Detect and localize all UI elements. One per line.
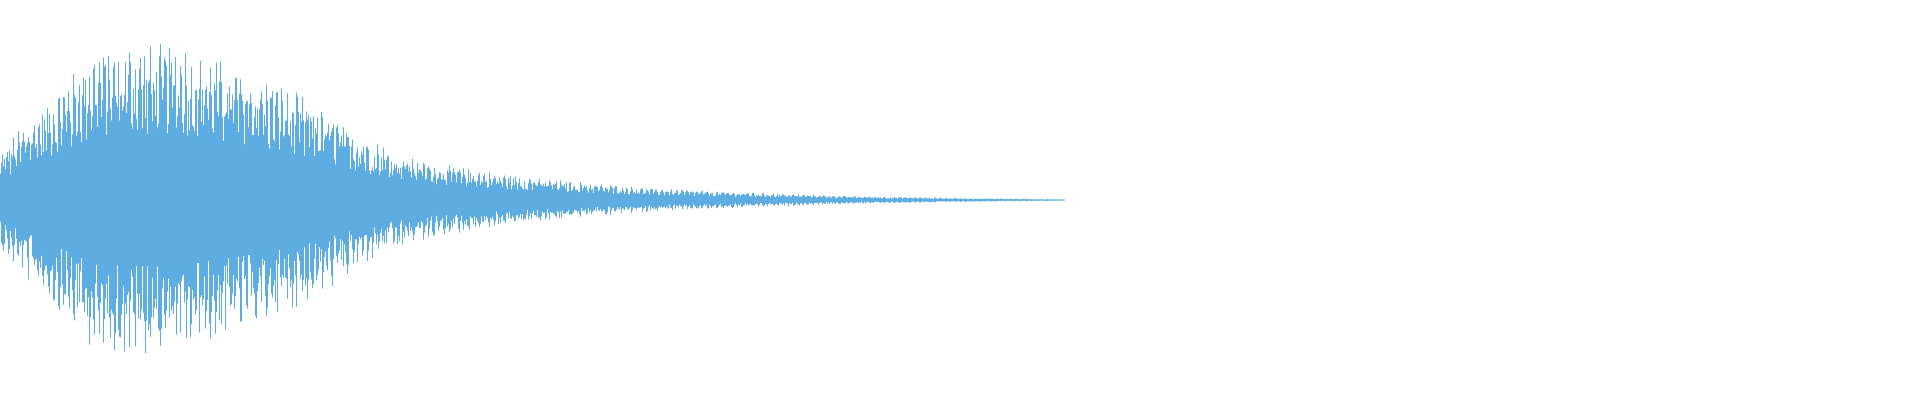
waveform-samples — [0, 44, 1065, 354]
waveform-core — [0, 133, 1065, 267]
